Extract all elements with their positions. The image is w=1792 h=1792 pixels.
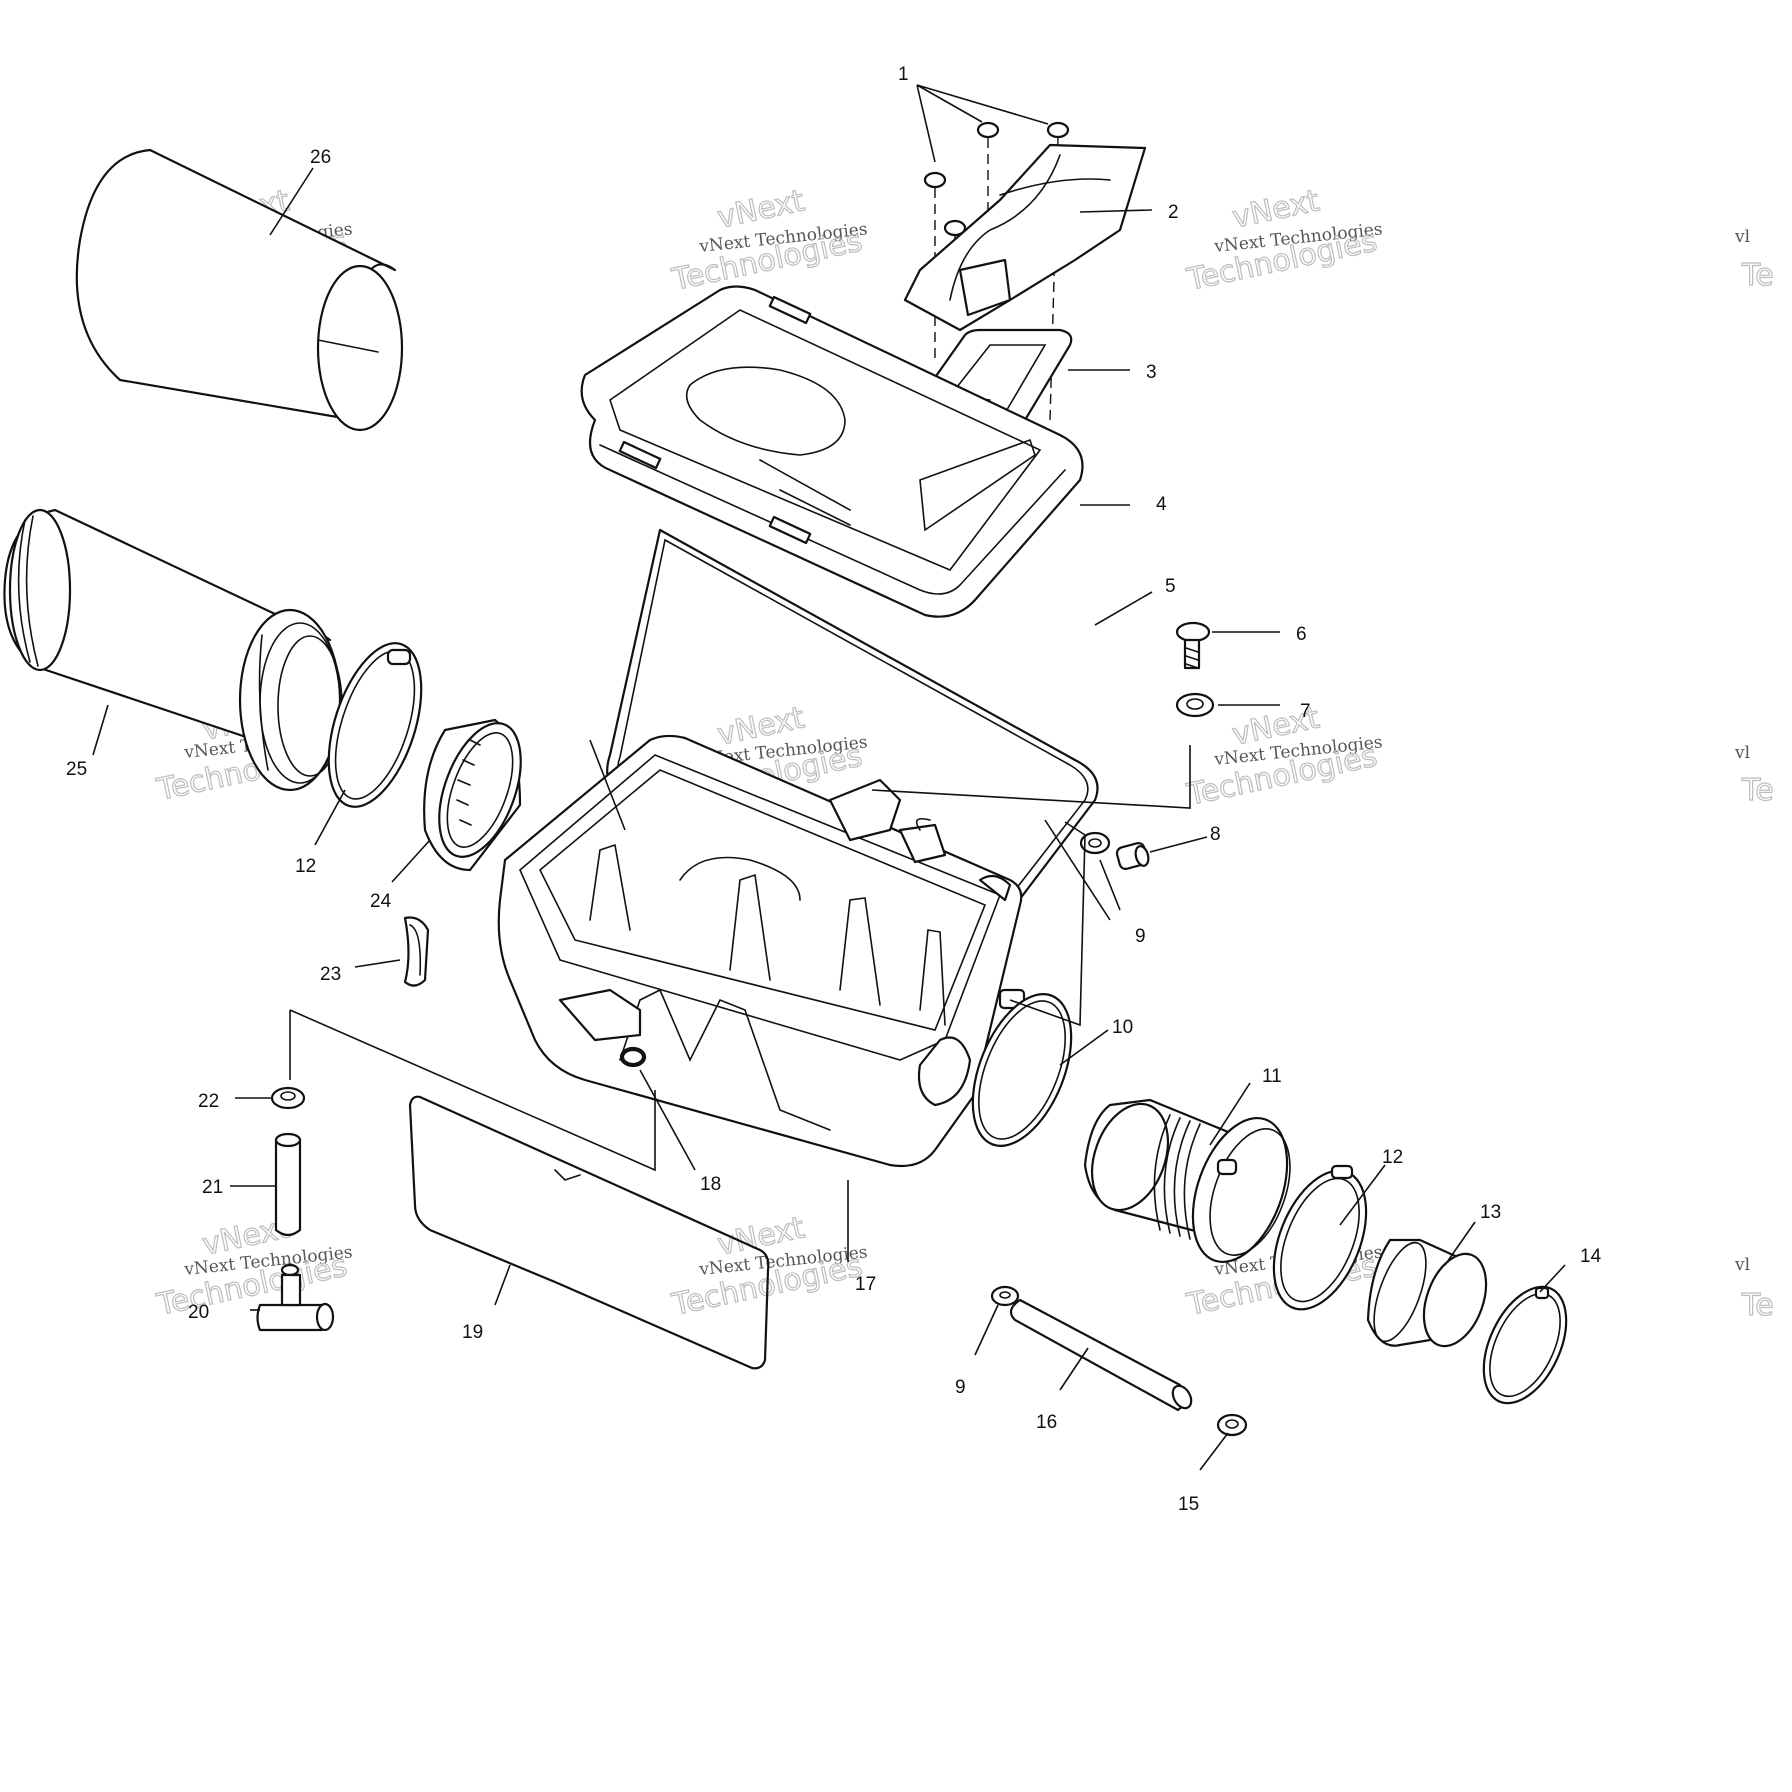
part-6-bolt — [1175, 621, 1211, 670]
callout-1: 1 — [898, 64, 909, 85]
callout-4: 4 — [1156, 494, 1167, 515]
callout-12-right: 12 — [1382, 1147, 1403, 1168]
callout-14: 14 — [1580, 1246, 1602, 1267]
part-15-clamp — [1216, 1413, 1248, 1437]
watermark-cutoff: vl — [1734, 743, 1750, 763]
callout-26: 26 — [310, 147, 331, 168]
callout-8: 8 — [1210, 824, 1221, 845]
callout-19: 19 — [462, 1322, 483, 1343]
part-23-clip — [403, 916, 430, 987]
callout-2: 2 — [1168, 202, 1179, 223]
watermark-cutoff: vl — [1734, 1255, 1750, 1275]
part-25-filter-element — [3, 508, 343, 792]
part-12-clamp-left — [327, 642, 423, 808]
callout-17: 17 — [855, 1274, 876, 1295]
callout-9-lower: 9 — [955, 1377, 966, 1398]
part-12-clamp-right — [1272, 1164, 1368, 1311]
part-22-nut — [270, 1086, 306, 1110]
part-7-washer — [1175, 692, 1215, 718]
watermark-top-right: vNext vNext Technologies Technologies — [1183, 183, 1384, 299]
part-21-tube — [274, 1132, 302, 1277]
part-18-grommet — [621, 1048, 645, 1066]
callout-labels: 1 2 3 4 5 6 7 8 9 10 11 12 13 14 15 16 9… — [66, 64, 1602, 1515]
callout-5: 5 — [1165, 576, 1176, 597]
callout-21: 21 — [202, 1177, 223, 1198]
part-26-filter-sleeve — [75, 148, 404, 432]
part-9-clamp-lower — [990, 1285, 1020, 1307]
screw — [1046, 121, 1070, 421]
watermark-cutoff-big: Te — [1741, 773, 1774, 808]
part-13-boot — [1366, 1238, 1488, 1348]
callout-10: 10 — [1112, 1017, 1133, 1038]
part-8-sleeve — [1115, 841, 1150, 871]
part-17-airbox-base — [497, 734, 1026, 1168]
part-19-baffle-plate — [408, 1095, 770, 1370]
part-20-tee-fitting — [256, 1273, 335, 1332]
callout-15: 15 — [1178, 1494, 1199, 1515]
part-14-band-clamp — [1482, 1285, 1568, 1405]
watermark-top-center: vNext vNext Technologies Technologies — [668, 183, 869, 299]
callout-18: 18 — [700, 1174, 721, 1195]
callout-3: 3 — [1146, 362, 1157, 383]
part-11-adapter — [1083, 1098, 1291, 1264]
callout-6: 6 — [1296, 624, 1307, 645]
part-24-coupler-nut — [423, 718, 522, 872]
callout-11: 11 — [1262, 1066, 1282, 1087]
part-9-clamp-upper — [1079, 831, 1111, 855]
watermark-cutoff: vl — [1734, 227, 1750, 247]
callout-12-left: 12 — [295, 856, 316, 877]
callout-13: 13 — [1480, 1202, 1501, 1223]
watermark-cutoff-big: Te — [1741, 1288, 1774, 1323]
part-2-intake-duct — [903, 143, 1147, 332]
watermark-cutoff-big: Te — [1741, 258, 1774, 293]
part-16-drain-hose — [1009, 1298, 1193, 1412]
part-4-airbox-lid — [580, 285, 1084, 618]
callout-16: 16 — [1036, 1412, 1057, 1433]
callout-23: 23 — [320, 964, 341, 985]
watermark-mid-right: vNext vNext Technologies Technologies — [1183, 700, 1384, 814]
callout-25: 25 — [66, 759, 87, 780]
callout-20: 20 — [188, 1302, 209, 1323]
callout-7: 7 — [1300, 701, 1311, 722]
part-10-o-ring — [971, 993, 1073, 1147]
callout-24: 24 — [370, 891, 392, 912]
callout-22: 22 — [198, 1091, 219, 1112]
leader-lines — [92, 84, 1566, 1471]
callout-9-upper: 9 — [1135, 926, 1146, 947]
watermark-edge-cutoffs: vl Te vl Te vl Te — [1734, 227, 1774, 1324]
screw — [943, 219, 967, 330]
